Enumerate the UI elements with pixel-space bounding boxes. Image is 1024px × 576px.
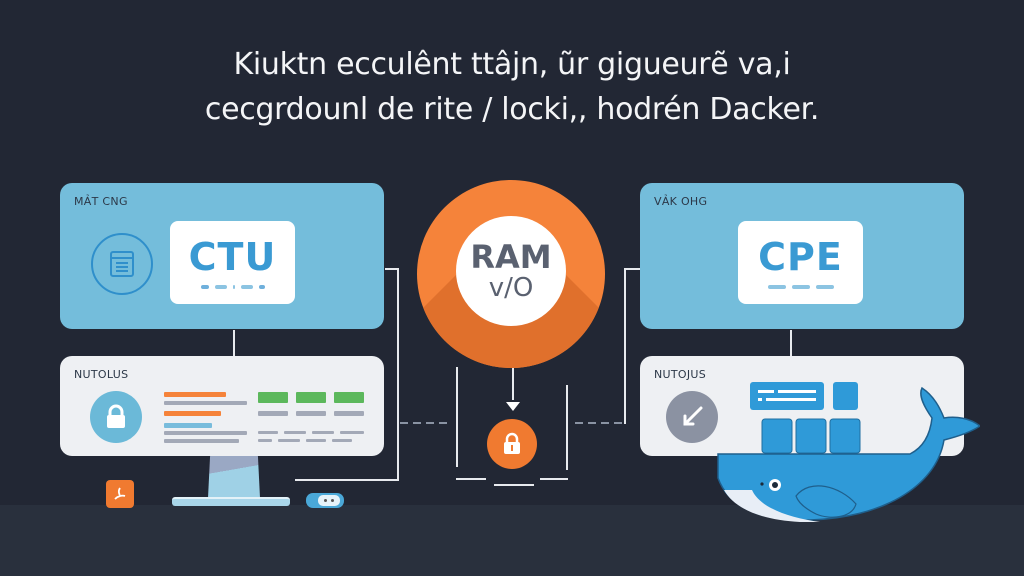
connector — [385, 268, 399, 270]
ram-node[interactable]: RAM v/O — [417, 180, 605, 368]
app-icon[interactable] — [106, 480, 134, 508]
panel-label: NUTOLUS — [74, 368, 129, 381]
bar — [332, 439, 352, 442]
ram-subtitle: v/O — [488, 273, 534, 303]
cpu-panel[interactable]: MẢT CNG CTU — [60, 183, 384, 329]
green-bar — [258, 392, 288, 403]
connector — [456, 367, 458, 467]
bar — [312, 431, 334, 434]
bar — [164, 439, 239, 443]
bar — [258, 431, 278, 434]
bar — [164, 411, 221, 416]
dashed-connector — [575, 422, 625, 424]
square-block — [833, 382, 858, 410]
list-block — [750, 382, 824, 410]
bar — [164, 392, 226, 397]
connector — [540, 478, 568, 480]
bar — [334, 411, 364, 416]
ram-label-circle: RAM v/O — [456, 216, 566, 326]
monitor-stand — [208, 456, 260, 498]
green-bar — [296, 392, 326, 403]
floor — [0, 505, 1024, 576]
headline: Kiuktn ecculênt ttâjn, ũr gigueurẽ va,i … — [0, 42, 1024, 132]
bar — [258, 411, 288, 416]
cpe-card: CPE — [738, 221, 863, 304]
connector — [494, 484, 534, 486]
card-indicators — [767, 284, 834, 289]
bar — [164, 401, 247, 405]
document-icon — [91, 233, 153, 295]
headline-line-2: cecgrdounl de rite / locki,, hodrén Dack… — [204, 92, 820, 127]
bar — [340, 431, 364, 434]
bar — [306, 439, 326, 442]
arrow-down-left-icon — [666, 391, 718, 443]
lock-node[interactable] — [487, 419, 537, 469]
connector — [512, 368, 514, 400]
connector — [624, 268, 640, 270]
dashed-connector — [400, 422, 450, 424]
panel-label: NUTOJUS — [654, 368, 707, 381]
bar — [258, 439, 272, 442]
cpu-card: CTU — [170, 221, 295, 304]
bar — [164, 431, 247, 435]
connector — [456, 478, 486, 480]
card-title: CPE — [758, 234, 843, 279]
bar — [164, 423, 212, 428]
security-panel[interactable]: NUTOLUS — [60, 356, 384, 456]
lock-icon — [90, 391, 142, 443]
cpe-panel[interactable]: VẢK OHG CPE — [640, 183, 964, 329]
bar — [284, 431, 306, 434]
monitor-base — [172, 497, 290, 506]
arrow-down-icon — [506, 402, 520, 411]
lock-icon — [504, 432, 520, 454]
docker-whale-icon — [717, 386, 980, 522]
bar — [296, 411, 326, 416]
panel-label: VẢK OHG — [654, 195, 708, 208]
usb-device-icon[interactable] — [306, 493, 344, 508]
connector — [233, 330, 235, 358]
bar — [278, 439, 300, 442]
connector — [790, 330, 792, 358]
connector — [624, 268, 626, 424]
pdf-icon — [114, 487, 126, 500]
headline-line-1: Kiuktn ecculênt ttâjn, ũr gigueurẽ va,i — [233, 47, 791, 82]
ram-title: RAM — [470, 238, 552, 276]
connector — [295, 479, 399, 481]
card-indicators — [200, 284, 265, 289]
connector — [566, 385, 568, 470]
panel-label: MẢT CNG — [74, 195, 128, 208]
card-title: CTU — [188, 234, 277, 279]
green-bar — [334, 392, 364, 403]
connector — [397, 268, 399, 480]
